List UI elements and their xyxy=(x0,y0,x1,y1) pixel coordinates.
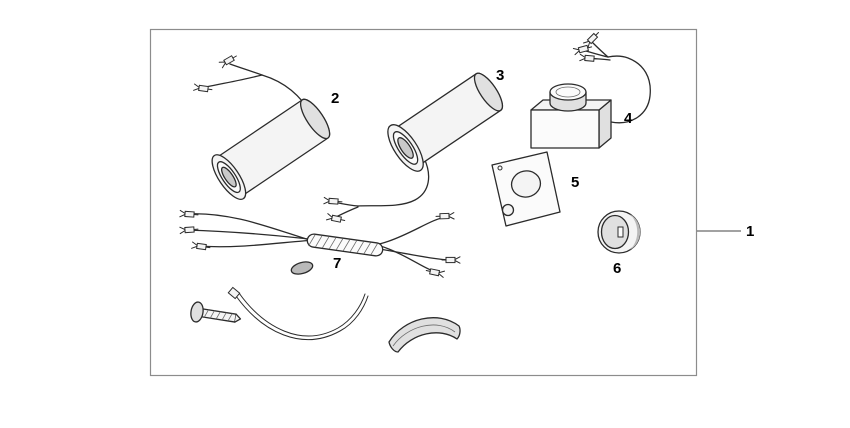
cable-strap xyxy=(227,286,369,340)
part-label-4: 4 xyxy=(624,110,633,127)
part-label-5: 5 xyxy=(571,174,579,191)
part-3-grip-right xyxy=(387,72,504,172)
terminal-icon xyxy=(441,256,461,264)
part-label-1: 1 xyxy=(746,223,754,240)
part-label-2: 2 xyxy=(331,90,339,107)
strap-head xyxy=(227,286,241,300)
part-7-sub-harness xyxy=(179,209,461,278)
part-label-3: 3 xyxy=(496,67,504,84)
tape-wrap xyxy=(306,233,384,257)
part-3-wires xyxy=(323,157,430,225)
terminal-icon xyxy=(179,209,199,219)
splice-sleeve xyxy=(290,261,314,275)
kit-outline-box xyxy=(149,28,698,377)
terminal-icon xyxy=(179,225,199,235)
part-4-control-unit xyxy=(530,83,612,149)
rubber-cushion xyxy=(388,317,461,353)
part-6-knob xyxy=(597,210,641,254)
terminal-icon xyxy=(582,29,602,49)
terminal-icon xyxy=(325,213,346,225)
terminal-icon xyxy=(193,83,213,94)
part-4-wires xyxy=(572,29,651,124)
terminal-icon xyxy=(572,43,593,56)
screw xyxy=(190,301,242,323)
part-5-bracket-plate xyxy=(491,151,561,227)
part-2-grip-left xyxy=(211,98,331,200)
terminal-icon xyxy=(323,196,343,206)
part-label-7: 7 xyxy=(333,255,341,272)
part-label-6: 6 xyxy=(613,260,621,277)
